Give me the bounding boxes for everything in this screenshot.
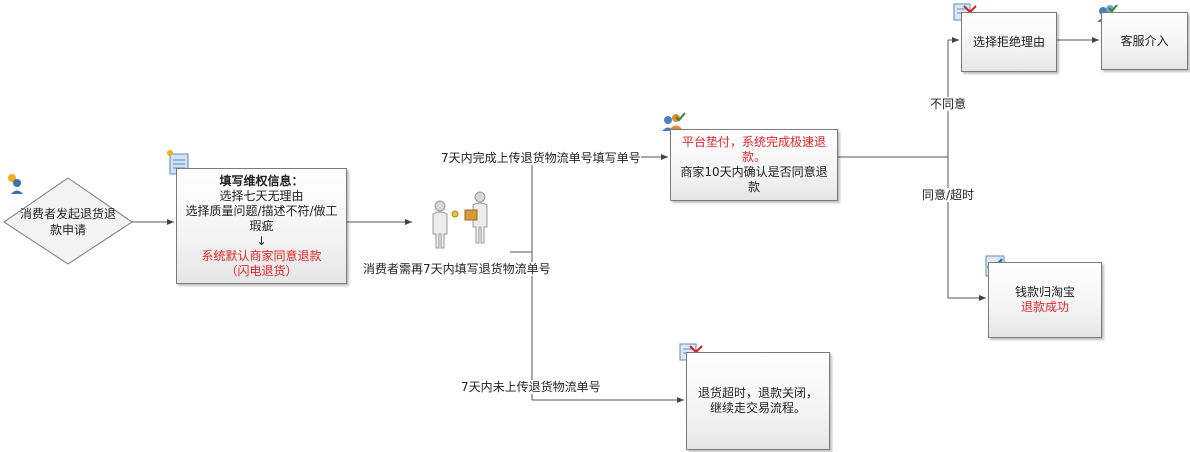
start-node-label: 消费者发起退货退款申请	[19, 207, 116, 237]
reject-box[interactable]: 选择拒绝理由	[961, 12, 1057, 72]
user-gear-icon	[8, 174, 23, 194]
edge-label-not-upload: 7天内未上传退货物流单号	[461, 380, 601, 394]
platform-line: 商家10天内确认是否同意退款	[680, 165, 828, 194]
timeout-box[interactable]: 退货超时，退款关闭，继续走交易流程。	[686, 352, 830, 450]
success-line: 钱款归淘宝	[1014, 285, 1075, 299]
start-diamond[interactable]	[3, 177, 133, 265]
fill-info-arrow: ↓	[256, 233, 267, 248]
reject-text: 选择拒绝理由	[972, 34, 1045, 49]
fill-info-line2: 选择质量问题/描述不符/做工瑕疵	[185, 203, 338, 233]
fill-info-title: 填写维权信息：	[219, 173, 304, 188]
success-box[interactable]: 钱款归淘宝 退款成功	[988, 262, 1102, 338]
service-text: 客服介入	[1120, 33, 1169, 48]
edge-label-disagree: 不同意	[930, 97, 967, 111]
timeout-text: 退货超时，退款关闭，继续走交易流程。	[697, 386, 818, 415]
fill-info-line1: 选择七天无理由	[219, 188, 304, 203]
support-agent-icon	[1097, 4, 1118, 22]
platform-box[interactable]: 平台垫付，系统完成极速退款。 商家10天内确认是否同意退款	[670, 129, 838, 201]
edge-label-agree: 同意/超时	[922, 188, 975, 202]
service-box[interactable]: 客服介入	[1101, 12, 1188, 70]
fill-info-box[interactable]: 填写维权信息： 选择七天无理由 选择质量问题/描述不符/做工瑕疵 ↓ 系统默认商…	[176, 168, 347, 284]
edge-label-consumer-fill: 消费者需再7天内填写退货物流单号	[363, 262, 551, 276]
success-red: 退款成功	[1020, 300, 1069, 314]
consumers-exchange-icon	[432, 191, 488, 249]
edge-label-upload: 7天内完成上传退货物流单号填写单号	[441, 151, 641, 165]
platform-red: 平台垫付，系统完成极速退款。	[681, 135, 826, 164]
fill-info-red2: （闪电退货）	[225, 263, 298, 278]
fill-info-red1: 系统默认商家同意退款	[201, 248, 322, 263]
